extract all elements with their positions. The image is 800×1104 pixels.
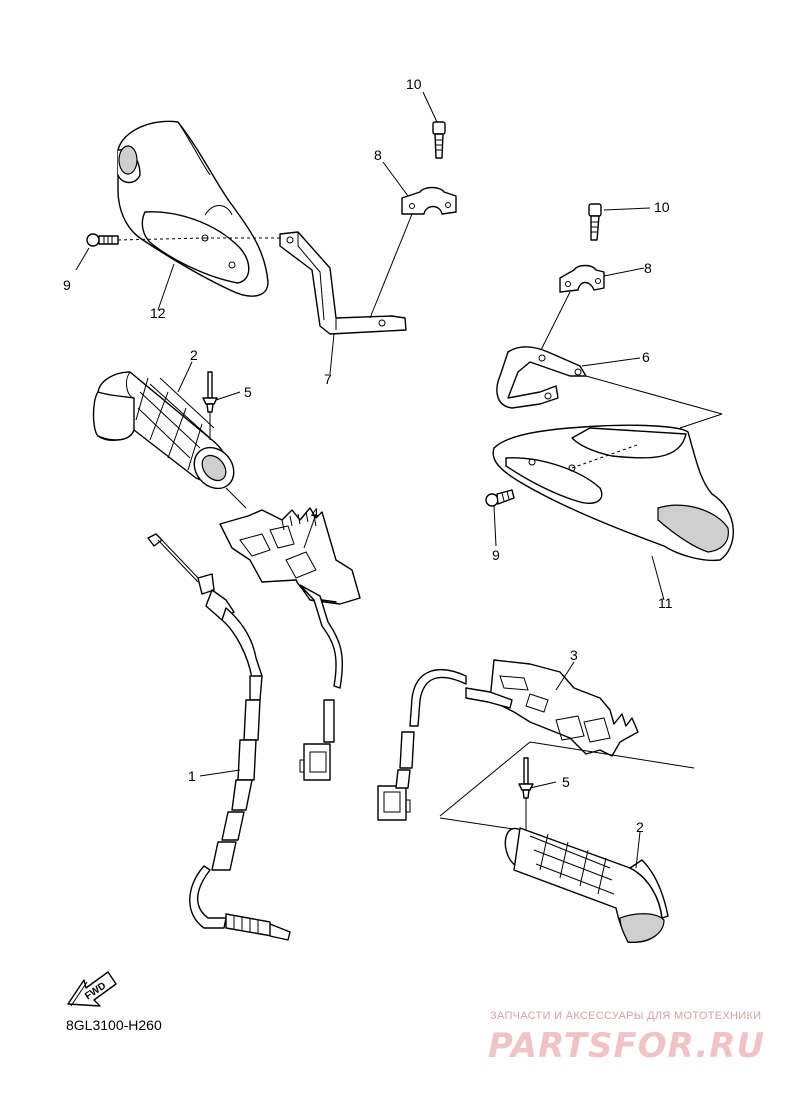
screw-left [86, 233, 119, 247]
watermark-tagline: ЗАПЧАСТИ И АКСЕССУАРЫ ДЛЯ МОТОТЕХНИКИ [490, 1010, 762, 1022]
guard-bracket-left [279, 231, 407, 335]
throttle-cable [147, 533, 291, 941]
fwd-arrow-icon: FWD [67, 971, 117, 1007]
callout-10-right: 10 [654, 199, 670, 215]
callout-7: 7 [324, 371, 332, 387]
callout-1: 1 [188, 768, 196, 784]
grip-left [92, 371, 235, 490]
hand-guard-left [117, 120, 269, 297]
guard-bracket-right [496, 346, 587, 409]
callout-4: 4 [311, 505, 319, 521]
callout-9-left: 9 [63, 277, 71, 293]
grip-heater-left [219, 507, 361, 781]
screw-right [485, 489, 515, 507]
grip-right [504, 827, 669, 943]
grip-heater-right [377, 659, 639, 821]
callout-6: 6 [642, 349, 650, 365]
bolt-left [432, 121, 446, 159]
callout-2-top: 2 [190, 347, 198, 363]
callout-8-left: 8 [374, 147, 382, 163]
callout-2-bottom: 2 [636, 819, 644, 835]
watermark-logo: PARTSFOR.RU [488, 1026, 766, 1066]
callout-9-right: 9 [492, 547, 500, 563]
callout-5-bottom: 5 [562, 774, 570, 790]
callout-11: 11 [658, 595, 673, 611]
diagram-code: 8GL3100-H260 [66, 1017, 162, 1033]
bolt-right [588, 203, 602, 241]
callout-10-left: 10 [406, 76, 422, 92]
callout-12: 12 [150, 305, 166, 321]
callout-8-right: 8 [644, 260, 652, 276]
callout-3: 3 [570, 647, 578, 663]
pin-left [202, 371, 218, 413]
hand-guard-right [492, 424, 734, 562]
pin-right [518, 757, 534, 799]
callout-5-top: 5 [244, 384, 252, 400]
clamp-right [559, 264, 605, 293]
clamp-left [401, 186, 457, 215]
